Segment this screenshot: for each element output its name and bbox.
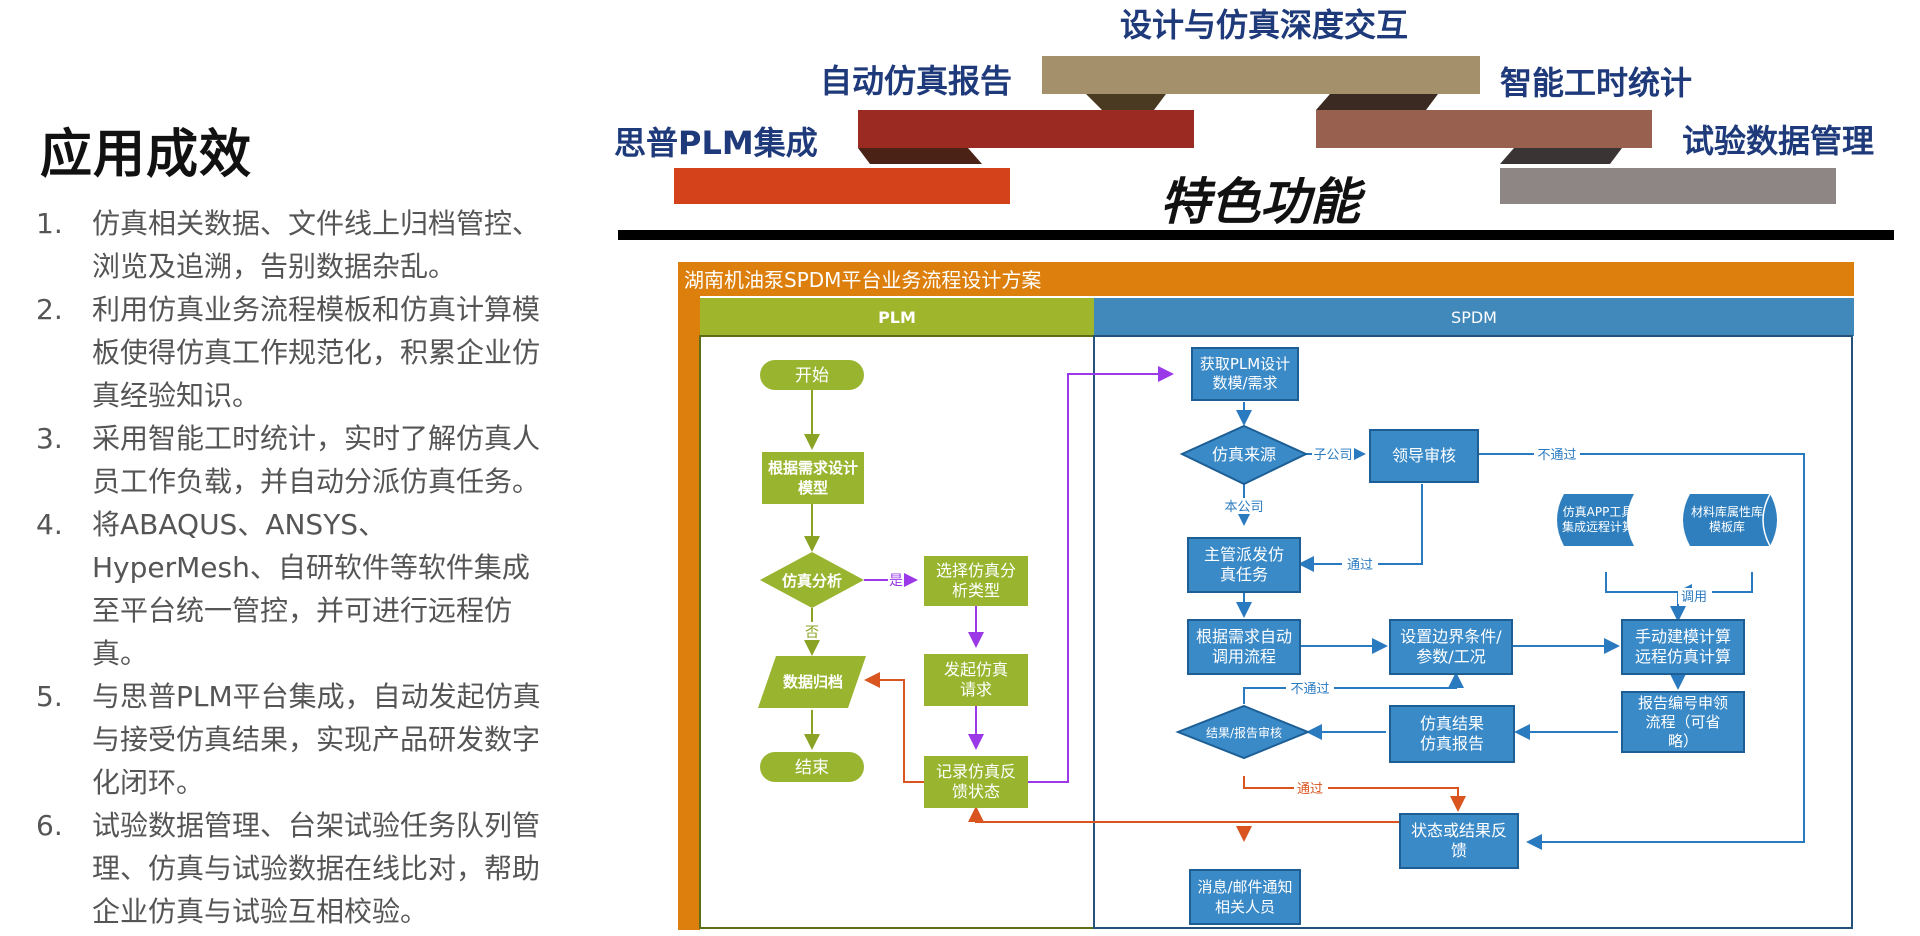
achievement-text: 采用智能工时统计，实时了解仿真人员工作负载，并自动分派仿真任务。	[92, 422, 541, 498]
node-request-label: 发起仿真请求	[943, 660, 1008, 699]
node-report-review	[1175, 704, 1311, 760]
feature-bar-hours	[1316, 110, 1652, 148]
lane-spdm	[1093, 335, 1853, 929]
node-leader-review-label: 领导审核	[1392, 446, 1456, 465]
feature-label-test: 试验数据管理	[1682, 122, 1875, 160]
lane-label-plm: PLM	[878, 308, 916, 327]
node-fetch-plm-label: 获取PLM设计数模/需求	[1199, 355, 1291, 392]
store-libraries-label: 材料库属性库模板库	[1690, 505, 1763, 534]
node-dispatch-label: 主管派发仿真任务	[1204, 545, 1285, 584]
achievement-number: 4.	[36, 508, 63, 541]
node-record-status-label: 记录仿真反馈状态	[936, 762, 1017, 801]
node-source-decision-label: 仿真来源	[1212, 445, 1276, 464]
feature-bar-report	[858, 110, 1194, 148]
lane-header-spdm	[1094, 298, 1854, 336]
achievement-number: 6.	[36, 809, 63, 842]
node-boundary-label: 设置边界条件/参数/工况	[1400, 627, 1502, 666]
label-invoke: 调用	[1681, 590, 1707, 605]
node-choose-type	[924, 556, 1028, 606]
label-subsidiary: 子公司	[1313, 448, 1352, 463]
achievement-number: 1.	[36, 207, 63, 240]
node-archive	[758, 656, 866, 708]
achievement-item: 5. 与思普PLM平台集成，自动发起仿真与接受仿真结果，实现产品研发数字化闭环。	[36, 675, 556, 804]
achievement-text: 仿真相关数据、文件线上归档管控、浏览及追溯，告别数据杂乱。	[92, 207, 541, 283]
spdm-flow-diagram: 湖南机油泵SPDM平台业务流程设计方案 PLM SPDM 是 否 通过 开始 根…	[678, 262, 1854, 930]
label-reject-2: 不通过	[1290, 682, 1329, 697]
achievement-text: 将ABAQUS、ANSYS、HyperMesh、自研软件等软件集成至平台统一管控…	[92, 508, 530, 670]
diagram-left-band	[678, 296, 700, 930]
node-manual-compute	[1621, 619, 1745, 675]
node-start	[760, 360, 864, 390]
achievement-number: 3.	[36, 422, 63, 455]
feature-label-design: 设计与仿真深度交互	[1120, 6, 1409, 44]
node-auto-flow-label: 根据需求自动调用流程	[1196, 627, 1293, 666]
label-pass-2: 通过	[1297, 782, 1323, 797]
node-manual-compute-label: 手动建模计算远程仿真计算	[1634, 627, 1731, 666]
node-choose-type-label: 选择仿真分析类型	[936, 561, 1017, 600]
feature-label-hours: 智能工时统计	[1500, 64, 1693, 102]
lane-header-plm	[700, 298, 1094, 336]
store-app-tools-label: 仿真APP工具集成远程计算	[1562, 505, 1634, 534]
node-start-label: 开始	[795, 366, 829, 386]
feature-center-label: 特色功能	[1160, 173, 1360, 231]
achievement-item: 1. 仿真相关数据、文件线上归档管控、浏览及追溯，告别数据杂乱。	[36, 202, 556, 288]
node-decision-analysis	[760, 552, 864, 608]
lane-label-spdm: SPDM	[1451, 308, 1497, 327]
store-app-tools	[1557, 494, 1634, 546]
diagram-title: 湖南机油泵SPDM平台业务流程设计方案	[684, 268, 1041, 292]
node-report-review-label: 结果/报告审核	[1206, 725, 1282, 740]
label-no: 否	[805, 625, 819, 641]
diagram-title-bar	[678, 262, 1854, 296]
node-end	[760, 752, 864, 782]
divider-line	[618, 230, 1894, 240]
node-source-decision	[1179, 424, 1309, 486]
label-pass-1: 通过	[1347, 558, 1373, 573]
node-request	[924, 654, 1028, 706]
achievement-item: 4. 将ABAQUS、ANSYS、HyperMesh、自研软件等软件集成至平台统一…	[36, 503, 556, 675]
label-this-company: 本公司	[1224, 500, 1263, 515]
feature-bar-shadows	[858, 94, 1622, 164]
achievement-number: 5.	[36, 680, 63, 713]
node-auto-flow	[1187, 619, 1301, 675]
node-status-feedback	[1399, 813, 1519, 869]
node-fetch-plm	[1191, 347, 1299, 401]
achievement-item: 2. 利用仿真业务流程模板和仿真计算模板使得仿真工作规范化，积累企业仿真经验知识。	[36, 288, 556, 417]
node-decision-analysis-label: 仿真分析	[782, 572, 842, 590]
node-report-number	[1621, 691, 1745, 753]
label-reject-1: 不通过	[1537, 448, 1576, 463]
node-notify	[1189, 869, 1301, 925]
node-record-status	[924, 756, 1028, 808]
feature-label-report: 自动仿真报告	[820, 62, 1013, 100]
node-dispatch	[1187, 537, 1301, 593]
slide-title: 应用成效	[40, 125, 253, 185]
store-libraries	[1683, 494, 1777, 546]
node-result-report	[1389, 705, 1515, 763]
achievement-list: 1. 仿真相关数据、文件线上归档管控、浏览及追溯，告别数据杂乱。 2. 利用仿真业务流…	[36, 202, 556, 933]
feature-bar-design	[1042, 56, 1480, 94]
feature-bar-test	[1500, 168, 1836, 204]
node-end-label: 结束	[795, 758, 829, 778]
achievement-text: 利用仿真业务流程模板和仿真计算模板使得仿真工作规范化，积累企业仿真经验知识。	[92, 293, 541, 412]
node-notify-label: 消息/邮件通知相关人员	[1197, 878, 1293, 916]
achievement-text: 与思普PLM平台集成，自动发起仿真与接受仿真结果，实现产品研发数字化闭环。	[92, 680, 541, 799]
node-boundary	[1389, 619, 1513, 675]
node-result-report-label: 仿真结果仿真报告	[1419, 714, 1484, 753]
node-archive-label: 数据归档	[782, 673, 843, 691]
feature-label-plm: 思普PLM集成	[614, 124, 818, 162]
label-yes: 是	[889, 573, 903, 589]
node-status-feedback-label: 状态或结果反馈	[1410, 821, 1507, 860]
node-design-model-label: 根据需求设计模型	[768, 459, 859, 497]
achievement-text: 试验数据管理、台架试验任务队列管理、仿真与试验数据在线比对，帮助企业仿真与试验互…	[92, 809, 541, 928]
feature-bar-plm	[674, 168, 1010, 204]
achievement-item: 6. 试验数据管理、台架试验任务队列管理、仿真与试验数据在线比对，帮助企业仿真与试…	[36, 804, 556, 933]
node-report-number-label: 报告编号申领流程（可省略）	[1637, 693, 1728, 750]
achievement-number: 2.	[36, 293, 63, 326]
node-leader-review	[1369, 429, 1479, 483]
node-design-model	[762, 452, 864, 504]
achievement-item: 3. 采用智能工时统计，实时了解仿真人员工作负载，并自动分派仿真任务。	[36, 417, 556, 503]
